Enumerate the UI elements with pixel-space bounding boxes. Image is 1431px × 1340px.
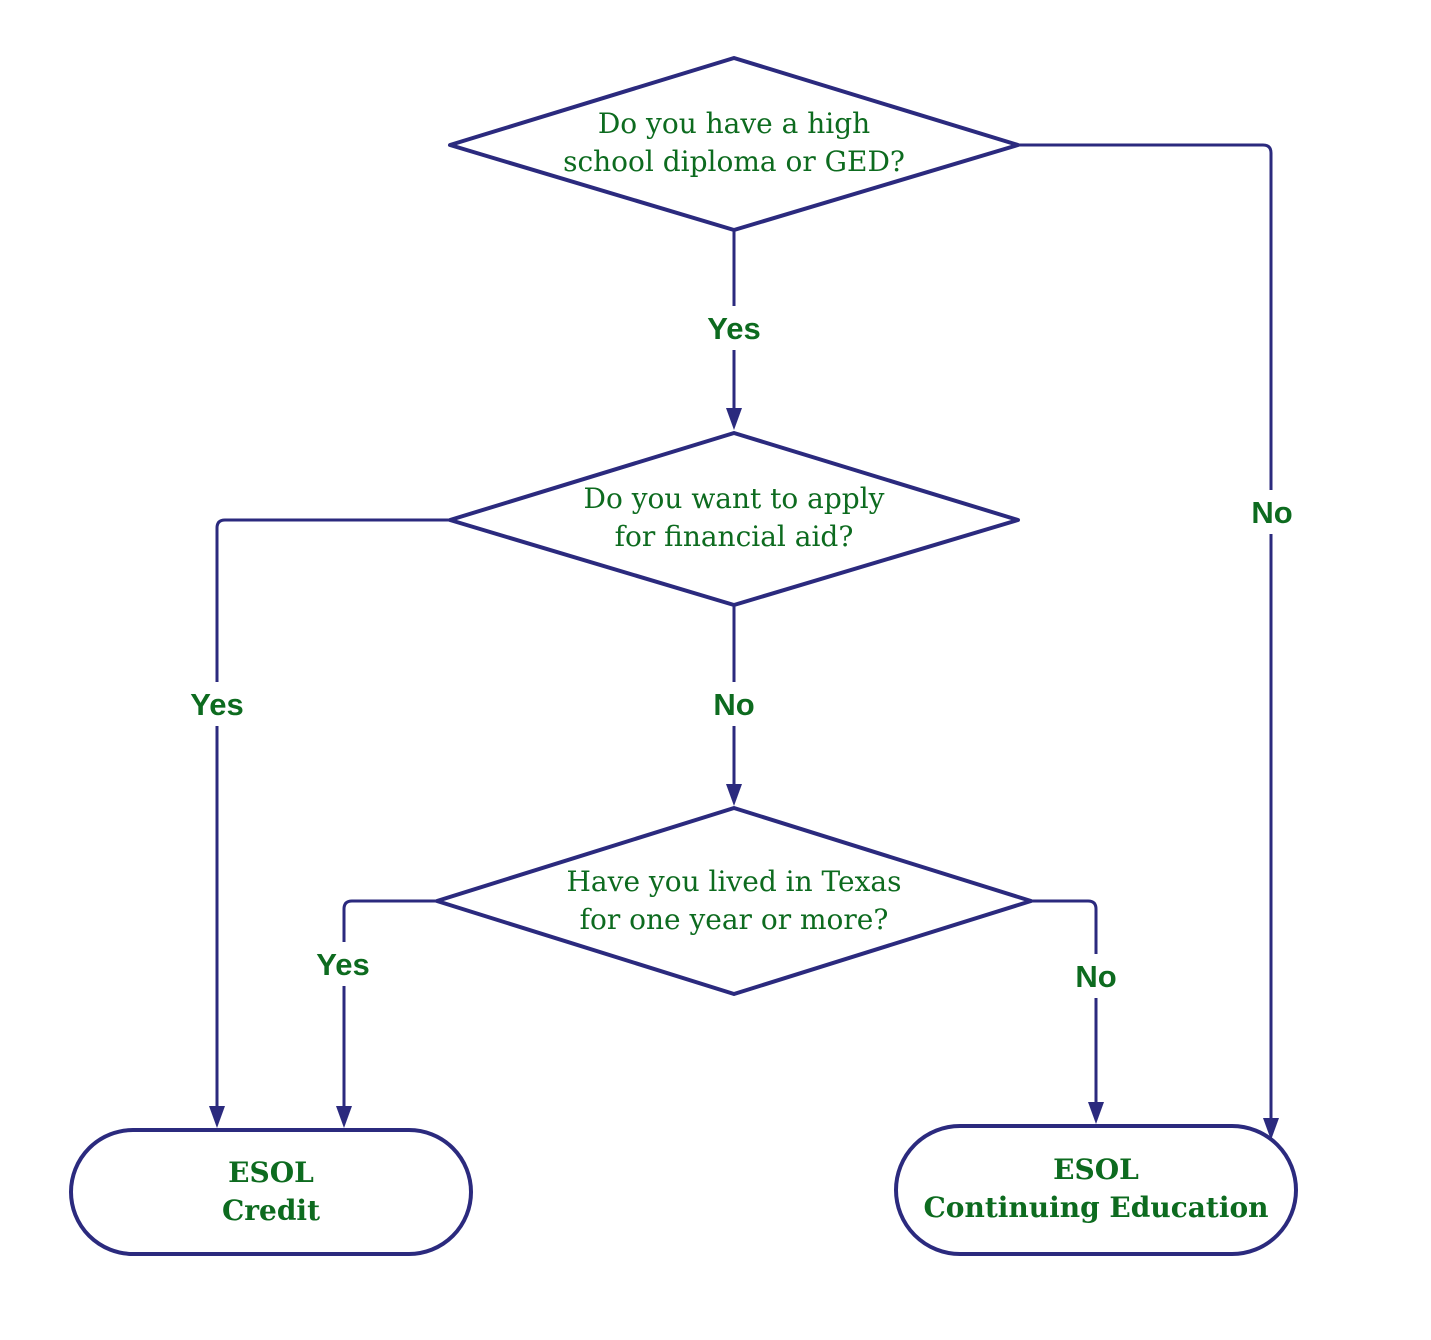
label-q3-no: No (1075, 959, 1116, 994)
edge-q3-no (1031, 899, 1098, 1104)
decision-text-line: school diploma or GED? (563, 145, 905, 178)
decision-diamond (448, 431, 1020, 607)
terminal-shape (894, 1124, 1298, 1256)
decision-diamond (448, 56, 1020, 232)
label-q3-yes: Yes (316, 947, 369, 982)
terminal-text-line: ESOL (228, 1156, 314, 1189)
connectors (209, 143, 1279, 1140)
edge-q3-yes (342, 899, 437, 1108)
decision-text-line: for one year or more? (580, 903, 889, 936)
arrowhead-q1-no (1263, 1118, 1279, 1140)
decision-text-line: Do you have a high (598, 107, 870, 140)
arrowhead-q1-yes (726, 408, 742, 430)
terminal-esol-continuing-education: ESOL Continuing Education (894, 1124, 1298, 1256)
label-q2-yes: Yes (190, 687, 243, 722)
decision-texas-residency: Have you lived in Texas for one year or … (435, 806, 1033, 996)
terminal-text-line: Continuing Education (924, 1191, 1269, 1224)
arrowhead-q3-yes (336, 1106, 352, 1128)
decision-text-line: Have you lived in Texas (567, 865, 902, 898)
terminal-text-line: Credit (222, 1194, 320, 1227)
arrowhead-q2-no (726, 784, 742, 806)
arrowhead-q2-yes (209, 1106, 225, 1128)
decision-text-line: Do you want to apply (584, 482, 885, 515)
label-q1-yes: Yes (707, 311, 760, 346)
label-q1-no: No (1251, 495, 1292, 530)
edge-q2-yes (215, 518, 450, 1108)
terminal-shape (69, 1128, 473, 1256)
terminal-text-line: ESOL (1053, 1153, 1139, 1186)
decision-financial-aid: Do you want to apply for financial aid? (448, 431, 1020, 607)
edge-labels: Yes No Yes No Yes No (183, 306, 1300, 998)
terminal-esol-credit: ESOL Credit (69, 1128, 473, 1256)
arrowhead-q3-no (1088, 1102, 1104, 1124)
decision-diploma: Do you have a high school diploma or GED… (448, 56, 1020, 232)
decision-diamond (435, 806, 1033, 996)
decision-text-line: for financial aid? (615, 520, 854, 553)
label-q2-no: No (713, 687, 754, 722)
edge-q1-no (1018, 143, 1273, 1120)
